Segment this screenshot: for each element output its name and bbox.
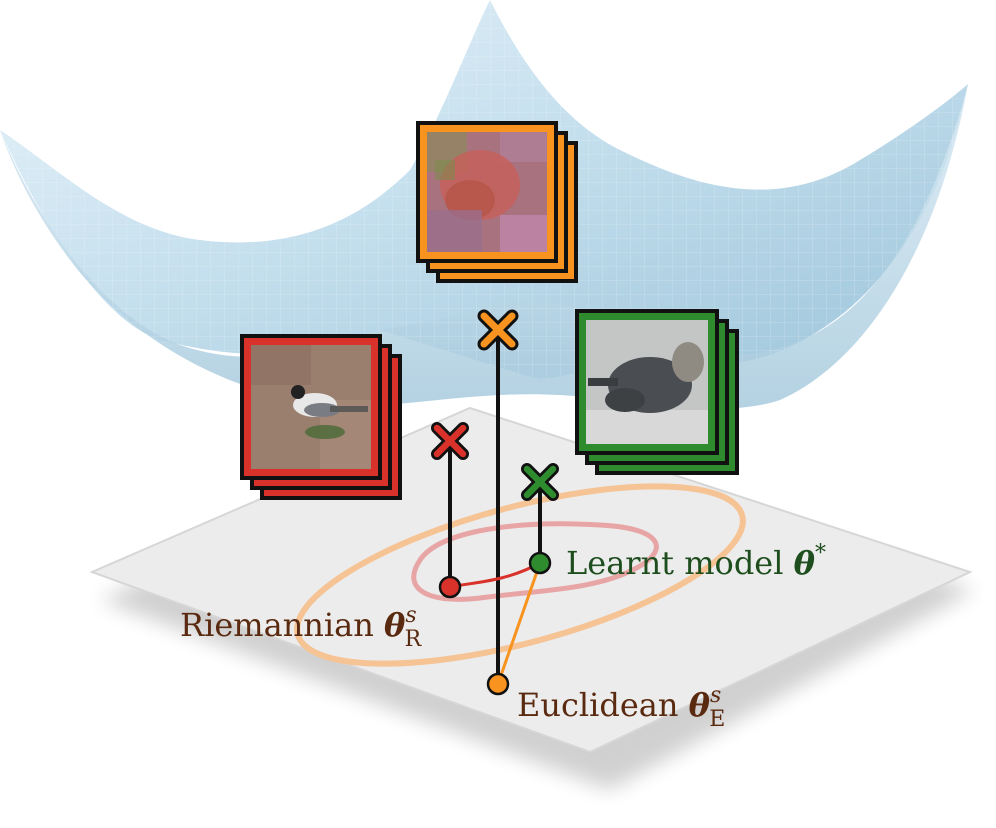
- flower-photo: [427, 132, 547, 252]
- x-marker-orange: [477, 309, 519, 351]
- contours: [294, 483, 746, 667]
- label-riemannian-text: Riemannian: [180, 606, 384, 644]
- contour-outer: [294, 483, 746, 667]
- label-learnt-sup: *: [815, 541, 826, 566]
- image-stack-flower: [416, 121, 578, 283]
- label-learnt: Learnt model θ*: [566, 541, 826, 582]
- contour-inner: [411, 521, 659, 602]
- euclidean-path: [496, 562, 542, 685]
- point-learnt: [528, 551, 552, 575]
- label-euclidean-symbol: θ: [689, 686, 711, 724]
- label-riemannian-sub: R: [405, 627, 423, 652]
- parameter-plane: [89, 406, 975, 790]
- stems: [448, 333, 542, 684]
- label-euclidean-text: Euclidean: [517, 686, 689, 724]
- image-stack-cat: [575, 309, 739, 475]
- x-marker-green: [521, 463, 559, 501]
- x-marker-red: [431, 422, 469, 460]
- point-riemannian: [438, 575, 462, 599]
- bird-photo: [251, 345, 371, 469]
- label-euclidean-sub: E: [709, 707, 725, 732]
- label-euclidean-sup: s: [710, 683, 721, 708]
- label-learnt-text: Learnt model: [566, 544, 794, 582]
- cat-photo: [586, 320, 708, 444]
- point-euclidean: [486, 672, 510, 696]
- image-stack-bird: [240, 334, 402, 500]
- label-riemannian-symbol: θ: [384, 606, 406, 644]
- label-learnt-symbol: θ: [794, 544, 816, 582]
- points: [438, 551, 552, 696]
- label-riemannian-sup: s: [405, 603, 416, 628]
- markers: [431, 309, 559, 501]
